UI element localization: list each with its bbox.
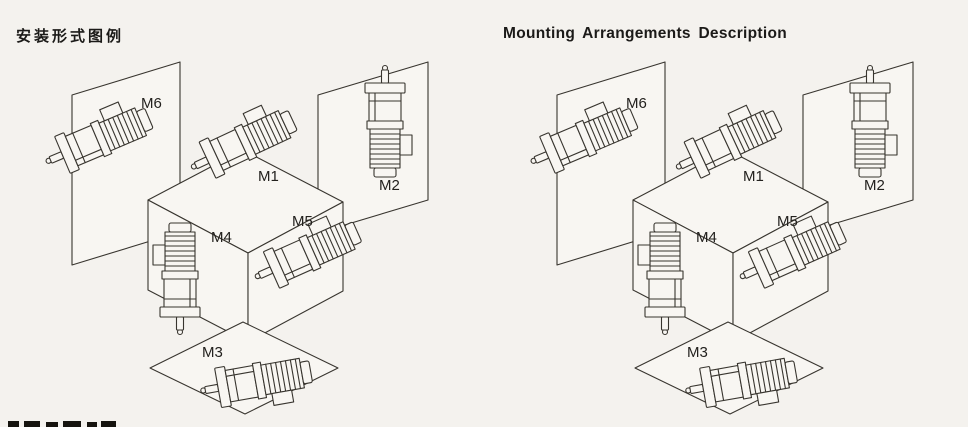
label-m2: M2 xyxy=(864,177,885,194)
label-m6: M6 xyxy=(626,95,647,112)
panel-mounting-zh: 安装形式图例 M6 M1 M2 M4 M5 M3 xyxy=(16,28,400,361)
label-m2: M2 xyxy=(379,177,400,194)
panel-mounting-en: Mounting Arrangements Description M6 M1 … xyxy=(485,0,968,427)
label-m6: M6 xyxy=(141,95,162,112)
label-m3: M3 xyxy=(687,344,708,361)
panel-title-zh: 安装形式图例 xyxy=(16,28,125,45)
panel-title-en: Mounting Arrangements Description xyxy=(503,25,788,42)
label-m1: M1 xyxy=(743,168,764,185)
scan-artifact xyxy=(8,421,116,427)
label-m3: M3 xyxy=(202,344,223,361)
label-m1: M1 xyxy=(258,168,279,185)
label-m5: M5 xyxy=(777,213,798,230)
label-m5: M5 xyxy=(292,213,313,230)
label-m4: M4 xyxy=(696,229,717,246)
label-m4: M4 xyxy=(211,229,232,246)
